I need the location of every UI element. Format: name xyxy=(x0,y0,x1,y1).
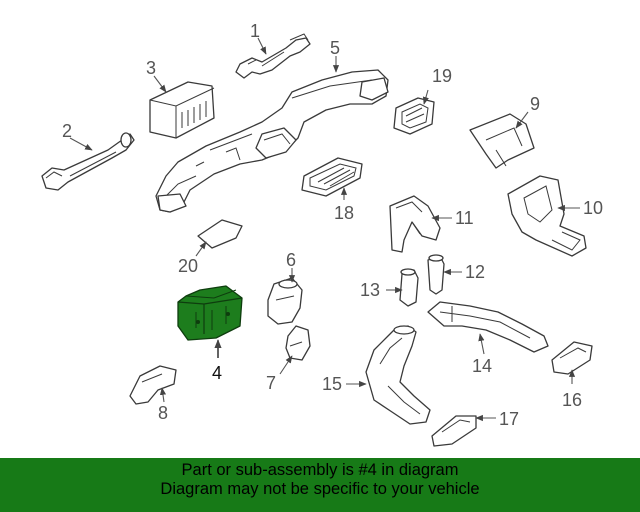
parts-diagram: 1 2 3 5 6 7 8 9 10 11 12 13 14 15 16 17 … xyxy=(41,21,603,447)
part-17-bracket[interactable] xyxy=(431,415,477,447)
callout-15[interactable]: 15 xyxy=(322,374,342,394)
callout-5[interactable]: 5 xyxy=(330,38,340,58)
part-19-small-vent[interactable] xyxy=(393,97,435,135)
callout-4[interactable]: 4 xyxy=(212,363,222,383)
part-10-housing[interactable] xyxy=(507,175,587,257)
part-15-duct[interactable] xyxy=(365,325,431,425)
part-18-vent-grille[interactable] xyxy=(301,157,363,197)
leader-lines xyxy=(69,37,580,422)
part-3-vent-box[interactable] xyxy=(149,81,215,139)
callout-12[interactable]: 12 xyxy=(465,262,485,282)
callout-1[interactable]: 1 xyxy=(250,21,260,41)
callout-6[interactable]: 6 xyxy=(286,250,296,270)
banner-line-2: Diagram may not be specific to your vehi… xyxy=(160,480,480,498)
callout-16[interactable]: 16 xyxy=(562,390,582,410)
callout-13[interactable]: 13 xyxy=(360,280,380,300)
callout-7[interactable]: 7 xyxy=(266,373,276,393)
part-14-duct[interactable] xyxy=(427,301,549,353)
callout-18[interactable]: 18 xyxy=(334,203,354,223)
part-12-connector[interactable] xyxy=(427,254,445,295)
part-16-bracket[interactable] xyxy=(551,341,593,375)
callout-11[interactable]: 11 xyxy=(455,208,474,228)
callout-numbers: 1 2 3 5 6 7 8 9 10 11 12 13 14 15 16 17 … xyxy=(62,21,603,429)
part-2-duct[interactable] xyxy=(41,132,135,191)
part-13-connector[interactable] xyxy=(399,268,419,307)
callout-19[interactable]: 19 xyxy=(432,66,452,86)
callout-8[interactable]: 8 xyxy=(158,403,168,423)
callout-20[interactable]: 20 xyxy=(178,256,198,276)
part-7-duct[interactable] xyxy=(285,325,311,361)
part-11-duct[interactable] xyxy=(389,195,441,253)
info-banner: Part or sub-assembly is #4 in diagram Di… xyxy=(0,458,640,512)
callout-14[interactable]: 14 xyxy=(472,356,492,376)
part-9-panel[interactable] xyxy=(469,113,535,169)
part-6-duct[interactable] xyxy=(267,277,303,325)
callout-9[interactable]: 9 xyxy=(530,94,540,114)
callout-3[interactable]: 3 xyxy=(146,58,156,78)
part-20-pad[interactable] xyxy=(197,219,243,249)
part-1-duct[interactable] xyxy=(235,33,311,79)
callout-2[interactable]: 2 xyxy=(62,121,72,141)
callout-10[interactable]: 10 xyxy=(583,198,603,218)
part-4-highlighted[interactable] xyxy=(177,285,243,341)
callout-17[interactable]: 17 xyxy=(499,409,519,429)
part-8-duct[interactable] xyxy=(129,365,177,405)
banner-line-1: Part or sub-assembly is #4 in diagram xyxy=(181,461,459,479)
part-5-main-duct[interactable] xyxy=(155,69,389,213)
